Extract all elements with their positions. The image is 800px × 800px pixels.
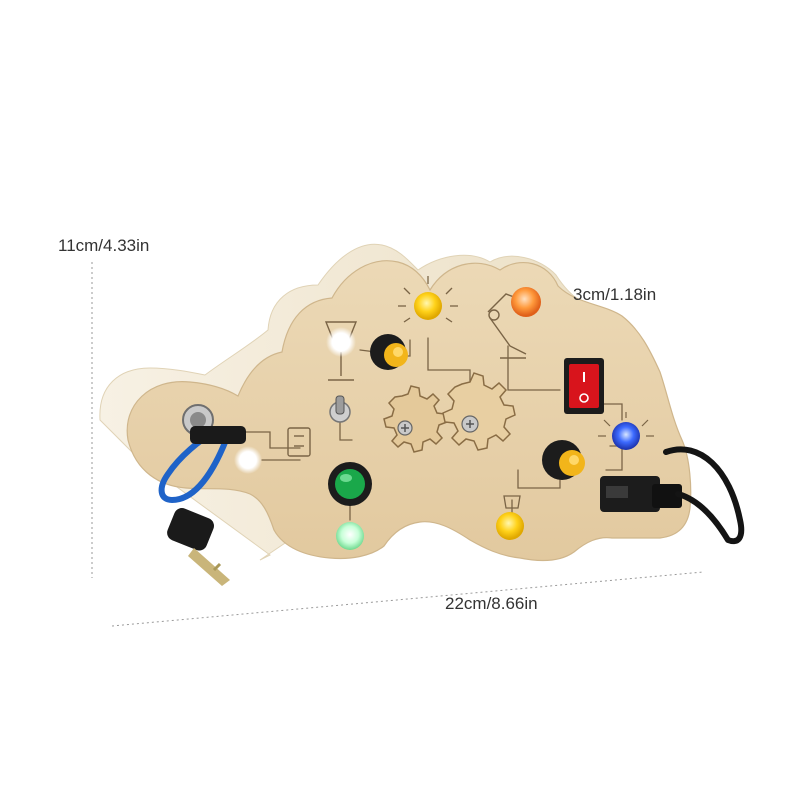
yellow-knob-top [370,334,408,370]
gear-icon [383,385,448,453]
height-label: 11cm/4.33in [58,236,150,255]
usb-port-icon [600,476,682,512]
led-white-left [234,446,262,474]
green-rocker-switch [328,462,372,506]
toggle-switch [329,395,351,423]
usb-cable [663,446,745,545]
led-green [336,522,364,550]
bulb-icon-blue [598,412,654,437]
led-yellow-bottom [496,512,524,540]
red-rocker-switch [564,358,604,414]
led-orange [511,287,541,317]
blue-strap [158,429,229,504]
gear-icon-large [442,372,516,451]
width-label: 22cm/8.66in [445,594,538,613]
width-guide-line [111,571,704,627]
led-white-lamp [326,327,356,357]
key-holder [190,426,246,444]
led-blue [612,422,640,450]
bulb-icon-bottom [503,495,521,509]
key-icon [167,508,230,586]
bulb-icon [398,276,458,323]
key-switch [182,404,214,436]
led-yellow-top [414,292,442,320]
depth-label: 3cm/1.18in [573,285,657,304]
socket-icon [287,427,311,457]
yellow-knob-bottom [542,440,585,480]
